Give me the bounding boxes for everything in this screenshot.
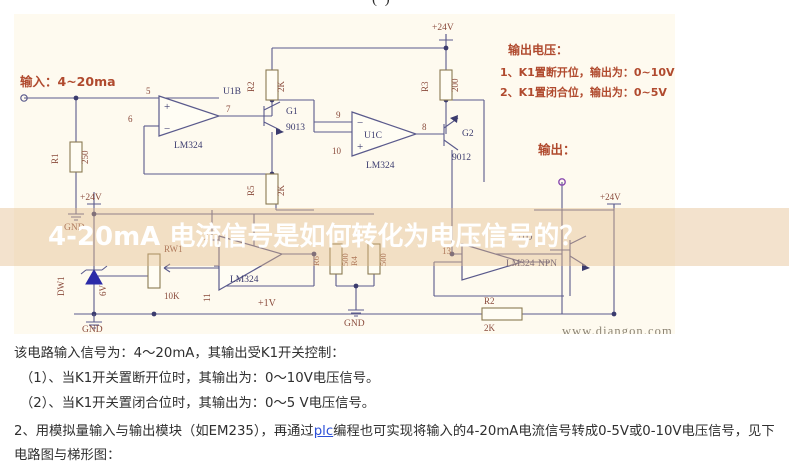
- label-u1a-part: LM324: [230, 275, 259, 285]
- gnd-label-3: GND: [344, 319, 365, 329]
- label-r2b-ref: R2: [484, 296, 495, 306]
- u1b-plus-sign: +: [164, 101, 170, 113]
- u1b-minus-sign: −: [164, 123, 170, 135]
- top-cropped-glyph-strip: ( ): [0, 0, 789, 14]
- label-g1-part: 9013: [286, 123, 305, 133]
- copy-line-4-part-b: 编程也可实现将输入的4-20mA电流信号转成0-5V或0-10V电压信号，见下电…: [14, 424, 775, 463]
- supply-left-label: +24V: [80, 193, 102, 203]
- article-body-copy: 该电路输入信号为：4～20mA，其输出受K1开关控制： （1）、当K1开关置断开…: [0, 336, 789, 469]
- copy-line-2: （1）、当K1开关置断开位时，其输出为：0～10V电压信号。: [20, 371, 380, 386]
- input-caption: 输入：4~20ma: [20, 74, 116, 89]
- circuit-diagram-figure: R1 250 R2 2K R3 200 R5 2K R6 500 R4 500 …: [14, 14, 675, 334]
- resistor-r4: [367, 243, 381, 275]
- supply-marks: +24V +24V +24V: [80, 23, 621, 210]
- opamp-u1c: [351, 111, 418, 157]
- output-terminal: [558, 178, 566, 186]
- label-u1d-part: LM324: [506, 259, 535, 269]
- site-watermark: www.diangon.com: [562, 324, 673, 334]
- supply-top-label: +24V: [432, 23, 454, 33]
- label-u1b-pin6: 6: [128, 114, 133, 124]
- label-r2b-value: 2K: [484, 323, 496, 333]
- label-u1d-pin13: 13: [442, 246, 452, 256]
- plc-link[interactable]: plc: [313, 424, 334, 439]
- u1c-plus-sign: +: [357, 141, 363, 153]
- copy-line-1: 该电路输入信号为：4～20mA，其输出受K1开关控制：: [14, 346, 345, 361]
- label-u1b-part: LM324: [174, 141, 203, 151]
- label-r2-value: 2K: [276, 81, 286, 93]
- label-u1b-pin7: 7: [226, 104, 231, 114]
- resistor-r1: [69, 141, 83, 173]
- output-caption: 输出：: [538, 142, 576, 157]
- copy-line-4: 2、用模拟量输入与输出模块（如EM235），再通过plc编程也可实现将输入的4-…: [14, 420, 779, 468]
- label-r1-value: 250: [80, 150, 90, 164]
- label-g1-ref: G1: [286, 107, 298, 117]
- label-rw1-ref: RW1: [164, 244, 183, 254]
- gnd-label-2: GND: [82, 325, 103, 334]
- cropped-glyph: ( ): [372, 0, 392, 8]
- opamp-u1a: [218, 235, 284, 292]
- label-one-volt: +1V: [258, 298, 277, 309]
- label-r3-ref: R3: [420, 81, 430, 92]
- label-r6-ref: R6: [311, 256, 321, 266]
- copy-line-3: （2）、当K1开关置闭合位时，其输出为：0～5 V电压信号。: [20, 396, 376, 411]
- label-r5-ref: R5: [246, 185, 256, 196]
- opamp-u1b: [158, 95, 221, 137]
- label-r5-value: 2K: [276, 185, 286, 197]
- label-u1b-pin5: 5: [146, 86, 151, 96]
- label-r2-ref: R2: [246, 81, 256, 92]
- label-u1a-pin2: 2: [204, 232, 209, 242]
- circuit-svg: R1 250 R2 2K R3 200 R5 2K R6 500 R4 500 …: [20, 23, 675, 334]
- label-u1a-pin11: 11: [202, 293, 212, 302]
- label-u1c-part: LM324: [366, 161, 395, 171]
- overlay-title-band: 4-20mA 电流信号是如何转化为电压信号的？: [0, 208, 789, 266]
- gnd-symbols: GND GND GND: [64, 210, 365, 334]
- input-terminal: [20, 94, 28, 102]
- label-u1b-ref: U1B: [223, 87, 241, 97]
- label-g2-ref: G2: [462, 129, 474, 139]
- label-r1-ref: R1: [50, 153, 60, 164]
- label-u1c-ref: U1C: [364, 131, 382, 141]
- resistor-r2: [265, 69, 279, 101]
- overlay-title-text: 4-20mA 电流信号是如何转化为电压信号的？: [48, 222, 586, 252]
- resistor-r3: [439, 69, 453, 101]
- transistor-g1: G1 9013: [263, 101, 305, 135]
- output-note-2: 2、K1置闭合位，输出为：0~5V: [500, 85, 667, 99]
- label-rw1-value: 10K: [164, 291, 180, 301]
- transistor-q3: NPN: [538, 235, 590, 271]
- label-u1c-pin10: 10: [332, 146, 342, 156]
- resistor-r2-bottom: [481, 307, 523, 321]
- gnd-label-1: GND: [64, 223, 85, 233]
- label-r4-value: 500: [378, 253, 388, 266]
- output-note-title: 输出电压：: [508, 42, 568, 57]
- label-u1c-pin9: 9: [336, 110, 341, 120]
- label-q3-part: NPN: [538, 259, 557, 269]
- label-r4-ref: R4: [349, 255, 359, 266]
- zener-dw1-body: [85, 268, 103, 285]
- label-u1c-pin8: 8: [422, 122, 427, 132]
- label-dw1-ref: DW1: [56, 277, 66, 297]
- resistor-r5: [265, 173, 279, 205]
- output-note-1: 1、K1置断开位，输出为：0~10V: [500, 65, 675, 79]
- label-r6-value: 500: [340, 253, 350, 266]
- copy-line-4-part-a: 2、用模拟量输入与输出模块（如EM235），再通过: [14, 424, 314, 439]
- resistor-r6: [329, 243, 343, 275]
- potentiometer-rw1: [147, 253, 161, 289]
- u1c-minus-sign: −: [357, 117, 363, 129]
- label-r3-value: 200: [450, 78, 460, 92]
- label-g2-part: 9012: [452, 153, 471, 163]
- opamp-u1d: [461, 243, 525, 281]
- label-u1d-ref: U1D: [514, 233, 533, 243]
- transistor-g2: G2 9012: [438, 115, 474, 163]
- label-dw1-value: 6V: [98, 285, 108, 297]
- supply-right-label: +24V: [600, 192, 621, 202]
